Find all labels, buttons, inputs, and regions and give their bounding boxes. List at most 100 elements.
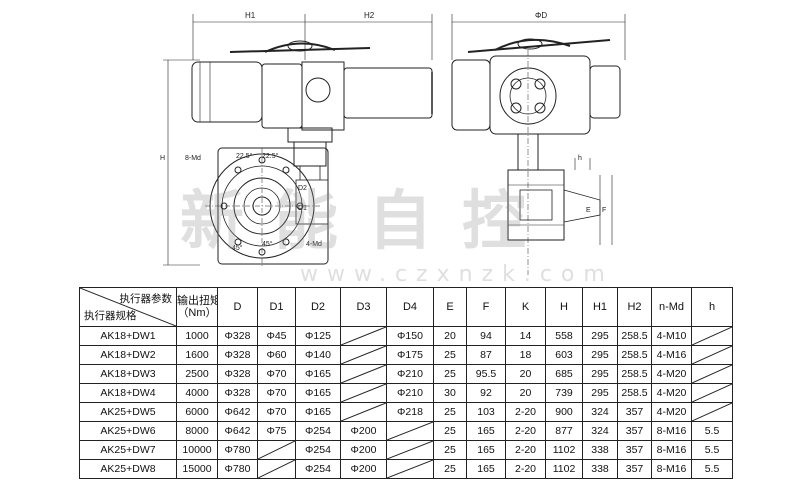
value-cell: 357 xyxy=(617,459,652,479)
value-cell: Φ254 xyxy=(295,421,341,441)
value-cell: 25 xyxy=(433,459,467,479)
value-cell: 8-M16 xyxy=(651,440,692,460)
dim-phi-d-label: ΦD xyxy=(535,11,547,20)
value-cell: Φ328 xyxy=(217,383,258,403)
value-cell: 4-M20 xyxy=(651,364,692,384)
value-cell: 14 xyxy=(505,326,546,346)
value-cell: 94 xyxy=(466,326,506,346)
value-cell: 357 xyxy=(617,421,652,441)
value-cell: Φ780 xyxy=(217,459,258,479)
header-col: D4 xyxy=(386,287,434,327)
value-cell: 25 xyxy=(433,421,467,441)
value-cell: 20 xyxy=(505,383,546,403)
value-cell: 295 xyxy=(582,364,618,384)
dim-f-label: F xyxy=(602,207,606,214)
value-cell: Φ210 xyxy=(386,364,434,384)
value-cell: 87 xyxy=(466,345,506,365)
value-cell: Φ70 xyxy=(257,402,296,422)
header-torque-line1: 输出扭矩 xyxy=(177,295,218,307)
value-cell: 324 xyxy=(582,421,618,441)
header-col: F xyxy=(466,287,506,327)
model-cell: AK25+DW5 xyxy=(79,402,177,422)
value-cell: 4-M16 xyxy=(651,345,692,365)
value-cell: 900 xyxy=(545,402,583,422)
header-col: E xyxy=(433,287,467,327)
value-cell: Φ780 xyxy=(217,440,258,460)
header-col: H xyxy=(545,287,583,327)
value-cell: 2-20 xyxy=(505,440,546,460)
dim-h-label: H xyxy=(160,155,165,162)
torque-cell: 1000 xyxy=(176,326,218,346)
value-cell: Φ218 xyxy=(386,402,434,422)
value-cell: Φ75 xyxy=(257,421,296,441)
torque-cell: 1600 xyxy=(176,345,218,365)
value-cell: 295 xyxy=(582,383,618,403)
brand-watermark: 新能自控 xyxy=(180,184,556,259)
header-col: D1 xyxy=(257,287,296,327)
dim-h-small-label: h xyxy=(578,155,582,162)
value-cell: Φ328 xyxy=(217,364,258,384)
value-cell: Φ70 xyxy=(257,383,296,403)
torque-cell: 6000 xyxy=(176,402,218,422)
value-cell: 5.5 xyxy=(691,421,733,441)
value-cell: 295 xyxy=(582,345,618,365)
value-cell: Φ642 xyxy=(217,421,258,441)
value-cell: Φ200 xyxy=(340,459,387,479)
empty-cell xyxy=(257,459,296,479)
dim-e-label: E xyxy=(586,207,591,214)
value-cell: Φ125 xyxy=(295,326,341,346)
value-cell: 25 xyxy=(433,345,467,365)
value-cell: Φ254 xyxy=(295,459,341,479)
value-cell: Φ210 xyxy=(386,383,434,403)
header-torque: 输出扭矩 （Nm） xyxy=(176,287,218,327)
empty-cell xyxy=(257,440,296,460)
model-cell: AK25+DW8 xyxy=(79,459,177,479)
value-cell: 258.5 xyxy=(617,383,652,403)
spec-table: 执行器参数 执行器规格 输出扭矩 （Nm） D D1 D2 D3 D4 E F … xyxy=(79,287,733,479)
value-cell: Φ254 xyxy=(295,440,341,460)
value-cell: 103 xyxy=(466,402,506,422)
value-cell: Φ150 xyxy=(386,326,434,346)
value-cell: Φ165 xyxy=(295,364,341,384)
torque-cell: 15000 xyxy=(176,459,218,479)
value-cell: 603 xyxy=(545,345,583,365)
header-col: n-Md xyxy=(651,287,692,327)
value-cell: 338 xyxy=(582,459,618,479)
header-col: K xyxy=(505,287,546,327)
torque-cell: 10000 xyxy=(176,440,218,460)
dimension-h1-h2: H1 H2 xyxy=(192,11,433,60)
gearbox-flange-view: 8-Md 22.5° 22.5° 45° 45° D2 D1 4-Md xyxy=(185,147,329,266)
technical-drawing: H1 H2 ΦD H xyxy=(160,11,626,275)
value-cell: 165 xyxy=(466,459,506,479)
torque-cell: 8000 xyxy=(176,421,218,441)
dim-8md-label: 8-Md xyxy=(185,155,201,162)
value-cell: 20 xyxy=(433,326,467,346)
dim-angle-4: 45° xyxy=(262,240,273,248)
value-cell: 2-20 xyxy=(505,402,546,422)
header-col: h xyxy=(691,287,733,327)
model-cell: AK18+DW3 xyxy=(79,364,177,384)
header-col: D3 xyxy=(340,287,387,327)
value-cell: 4-M20 xyxy=(651,402,692,422)
table-header-row: 执行器参数 执行器规格 输出扭矩 （Nm） D D1 D2 D3 D4 E F … xyxy=(79,287,733,327)
dim-d2-label: D2 xyxy=(298,185,307,192)
value-cell: 25 xyxy=(433,402,467,422)
empty-cell xyxy=(340,364,387,384)
value-cell: 739 xyxy=(545,383,583,403)
empty-cell xyxy=(386,421,434,441)
value-cell: 2-20 xyxy=(505,459,546,479)
value-cell: 2-20 xyxy=(505,421,546,441)
header-col: D xyxy=(217,287,258,327)
dimension-left-vertical: H xyxy=(160,59,200,266)
empty-cell xyxy=(691,326,733,346)
dim-4md-label: 4-Md xyxy=(306,241,322,248)
dim-angle-2: 22.5° xyxy=(262,152,279,160)
value-cell: Φ140 xyxy=(295,345,341,365)
value-cell: Φ165 xyxy=(295,383,341,403)
